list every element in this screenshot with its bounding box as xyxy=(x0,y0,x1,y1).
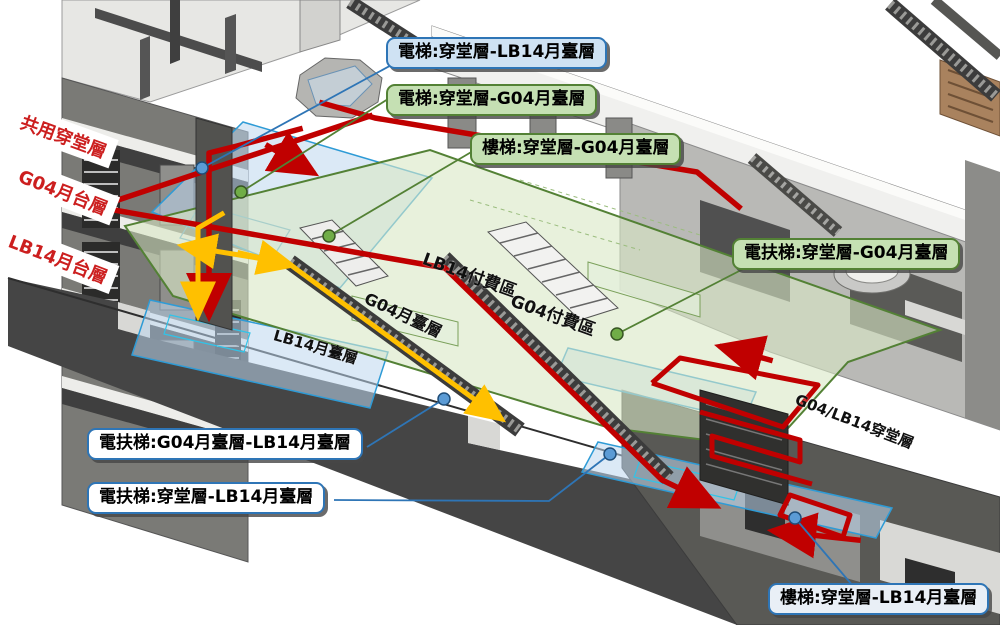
callout-escalator-concourse-lb14: 電扶梯:穿堂層-LB14月臺層 xyxy=(87,482,326,514)
red-route-paths xyxy=(94,99,862,559)
escalator-concourse-g04-band xyxy=(747,153,843,237)
callout-elevator-concourse-lb14: 電梯:穿堂層-LB14月臺層 xyxy=(386,37,608,69)
callout-stair-concourse-g04: 樓梯:穿堂層-G04月臺層 xyxy=(470,133,682,165)
upper-left-building-mass xyxy=(61,0,421,103)
yellow-route-paths xyxy=(176,210,507,423)
callout-escalator-concourse-g04: 電扶梯:穿堂層-G04月臺層 xyxy=(732,238,961,270)
callout-escalator-g04-lb14: 電扶梯:G04月臺層-LB14月臺層 xyxy=(87,428,363,460)
callout-leader-lines xyxy=(195,61,854,587)
escalator-concourse-lb14-band xyxy=(438,252,674,484)
callout-elevator-concourse-g04: 電梯:穿堂層-G04月臺層 xyxy=(386,84,598,116)
callout-stair-concourse-lb14: 樓梯:穿堂層-LB14月臺層 xyxy=(768,583,990,615)
